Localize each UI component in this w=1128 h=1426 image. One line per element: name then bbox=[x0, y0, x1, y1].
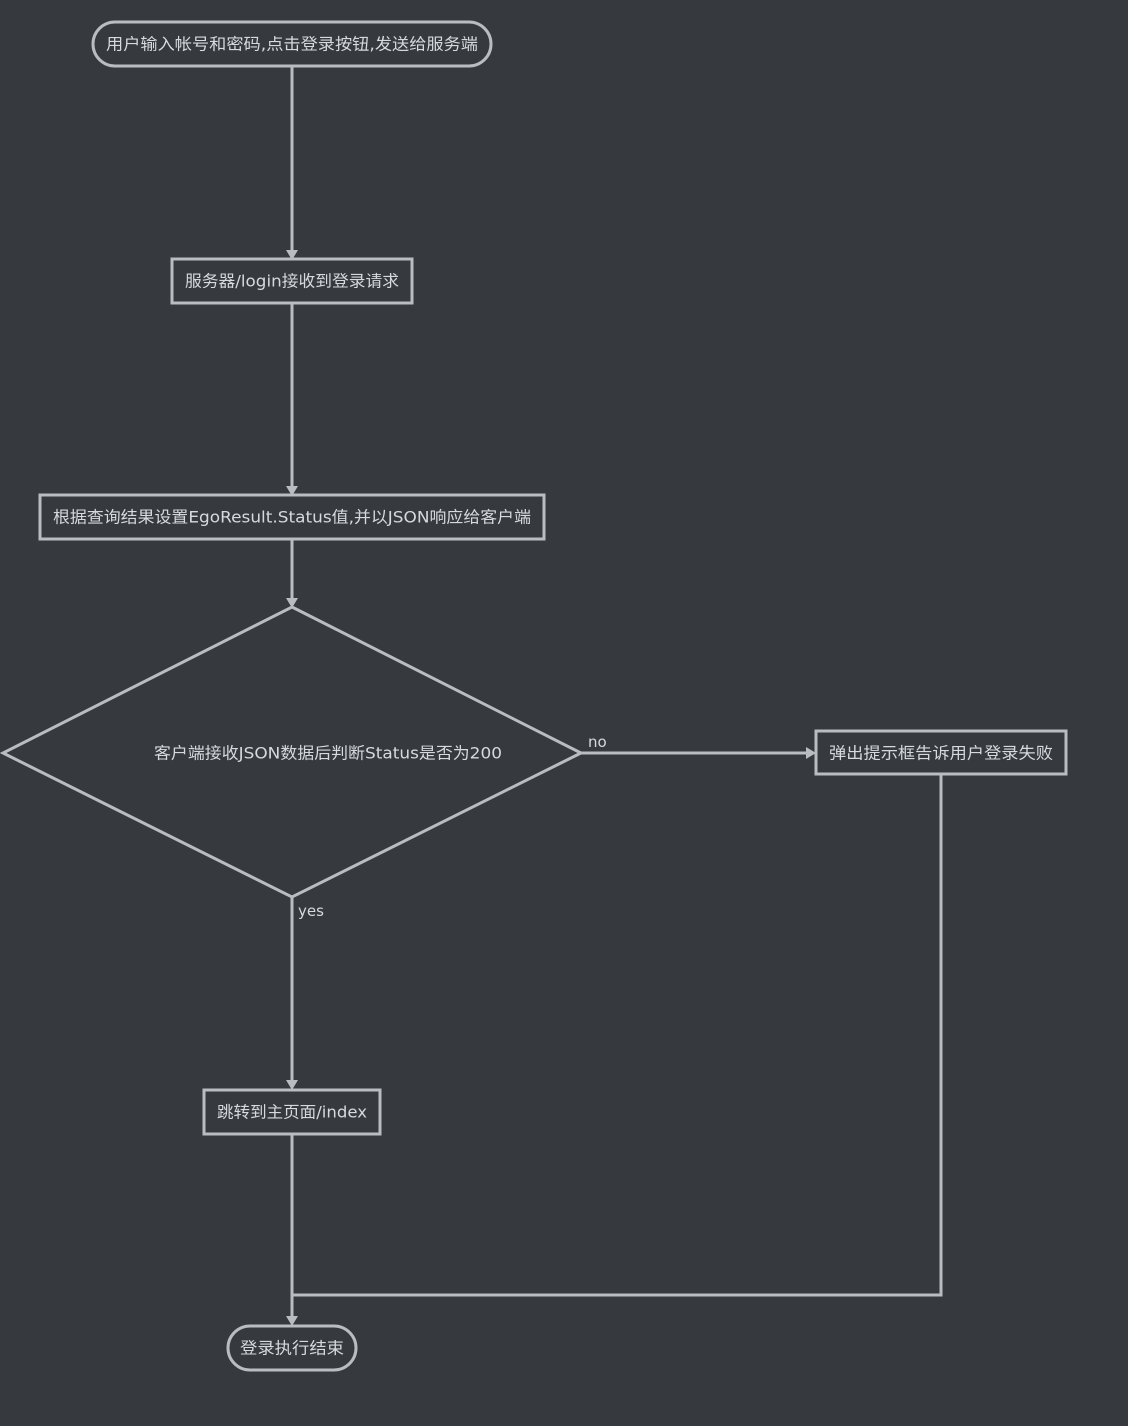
set-status-node-label: 根据查询结果设置EgoResult.Status值,并以JSON响应给客户端 bbox=[53, 508, 531, 527]
arrowhead-decision bbox=[286, 598, 298, 608]
connectors bbox=[286, 67, 943, 1326]
receive-node-label: 服务器/login接收到登录请求 bbox=[185, 272, 399, 291]
decision-node[interactable]: 客户端接收JSON数据后判断Status是否为200 bbox=[0, 605, 585, 899]
start-terminal-shape bbox=[91, 20, 493, 68]
start-node[interactable]: 用户输入帐号和密码,点击登录按钮,发送给服务端 bbox=[91, 20, 493, 68]
end-terminal-shape bbox=[226, 1324, 358, 1372]
arrowhead-status bbox=[286, 486, 298, 496]
receive-node[interactable]: 服务器/login接收到登录请求 bbox=[170, 257, 414, 305]
set-status-process-shape bbox=[38, 493, 546, 541]
start-node-label: 用户输入帐号和密码,点击登录按钮,发送给服务端 bbox=[106, 35, 478, 54]
arrowhead-end bbox=[286, 1316, 298, 1326]
fail-popup-process-shape bbox=[814, 729, 1068, 776]
fail-popup-node[interactable]: 弹出提示框告诉用户登录失败 bbox=[814, 729, 1068, 776]
redirect-node-label: 跳转到主页面/index bbox=[217, 1103, 367, 1122]
redirect-node[interactable]: 跳转到主页面/index bbox=[202, 1088, 382, 1136]
arrowhead-fail bbox=[806, 747, 816, 759]
arrowhead-receive bbox=[286, 250, 298, 260]
fail-popup-node-label: 弹出提示框告诉用户登录失败 bbox=[829, 744, 1053, 763]
end-node-label: 登录执行结束 bbox=[240, 1339, 344, 1358]
receive-process-shape bbox=[170, 257, 414, 305]
decision-diamond-shape bbox=[0, 605, 585, 899]
edge-label-yes: yes bbox=[298, 902, 324, 920]
edge-label-no: no bbox=[588, 733, 607, 751]
end-node[interactable]: 登录执行结束 bbox=[226, 1324, 358, 1372]
edge-fail-to-end bbox=[292, 775, 943, 1297]
set-status-node[interactable]: 根据查询结果设置EgoResult.Status值,并以JSON响应给客户端 bbox=[38, 493, 546, 541]
redirect-process-shape bbox=[202, 1088, 382, 1136]
arrowhead-redirect bbox=[286, 1080, 298, 1090]
decision-node-label: 客户端接收JSON数据后判断Status是否为200 bbox=[154, 744, 502, 763]
